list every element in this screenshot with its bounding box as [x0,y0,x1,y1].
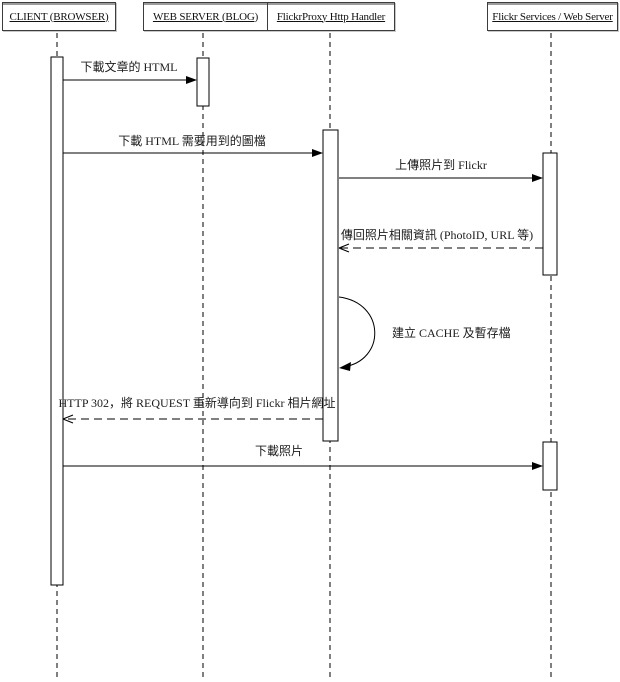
actor-label: Flickr Services / Web Server [492,10,613,23]
message-arrowhead-filled [186,76,197,84]
message-arrowhead-open [338,247,350,253]
activation-bar-client [50,56,64,586]
actor-label: WEB SERVER (BLOG) [152,10,259,23]
message-arrowhead-filled [532,462,543,470]
message-arrowhead-filled [532,174,543,182]
message-arrowhead-filled [312,149,323,157]
activation-bar-flickr [542,441,558,491]
actor-web-server-blog: WEB SERVER (BLOG) [143,2,268,31]
actor-label: FlickrProxy Http Handler [276,10,386,23]
actor-label: CLIENT (BROWSER) [9,10,109,23]
actor-flickrproxy-http-handler: FlickrProxy Http Handler [267,2,395,31]
actor-client-browser: CLIENT (BROWSER) [2,2,116,31]
activation-bar-proxy [322,129,339,442]
message-arrowhead-open [62,418,74,424]
message-arrowhead-open [338,243,350,249]
activation-bar-webserver [196,57,210,107]
message-arrowhead-open [62,414,74,420]
actor-flickr-services-web-server: Flickr Services / Web Server [487,2,618,31]
self-message-arrowhead [339,362,351,371]
activation-bar-flickr [542,152,558,276]
self-message-arc [338,296,376,368]
